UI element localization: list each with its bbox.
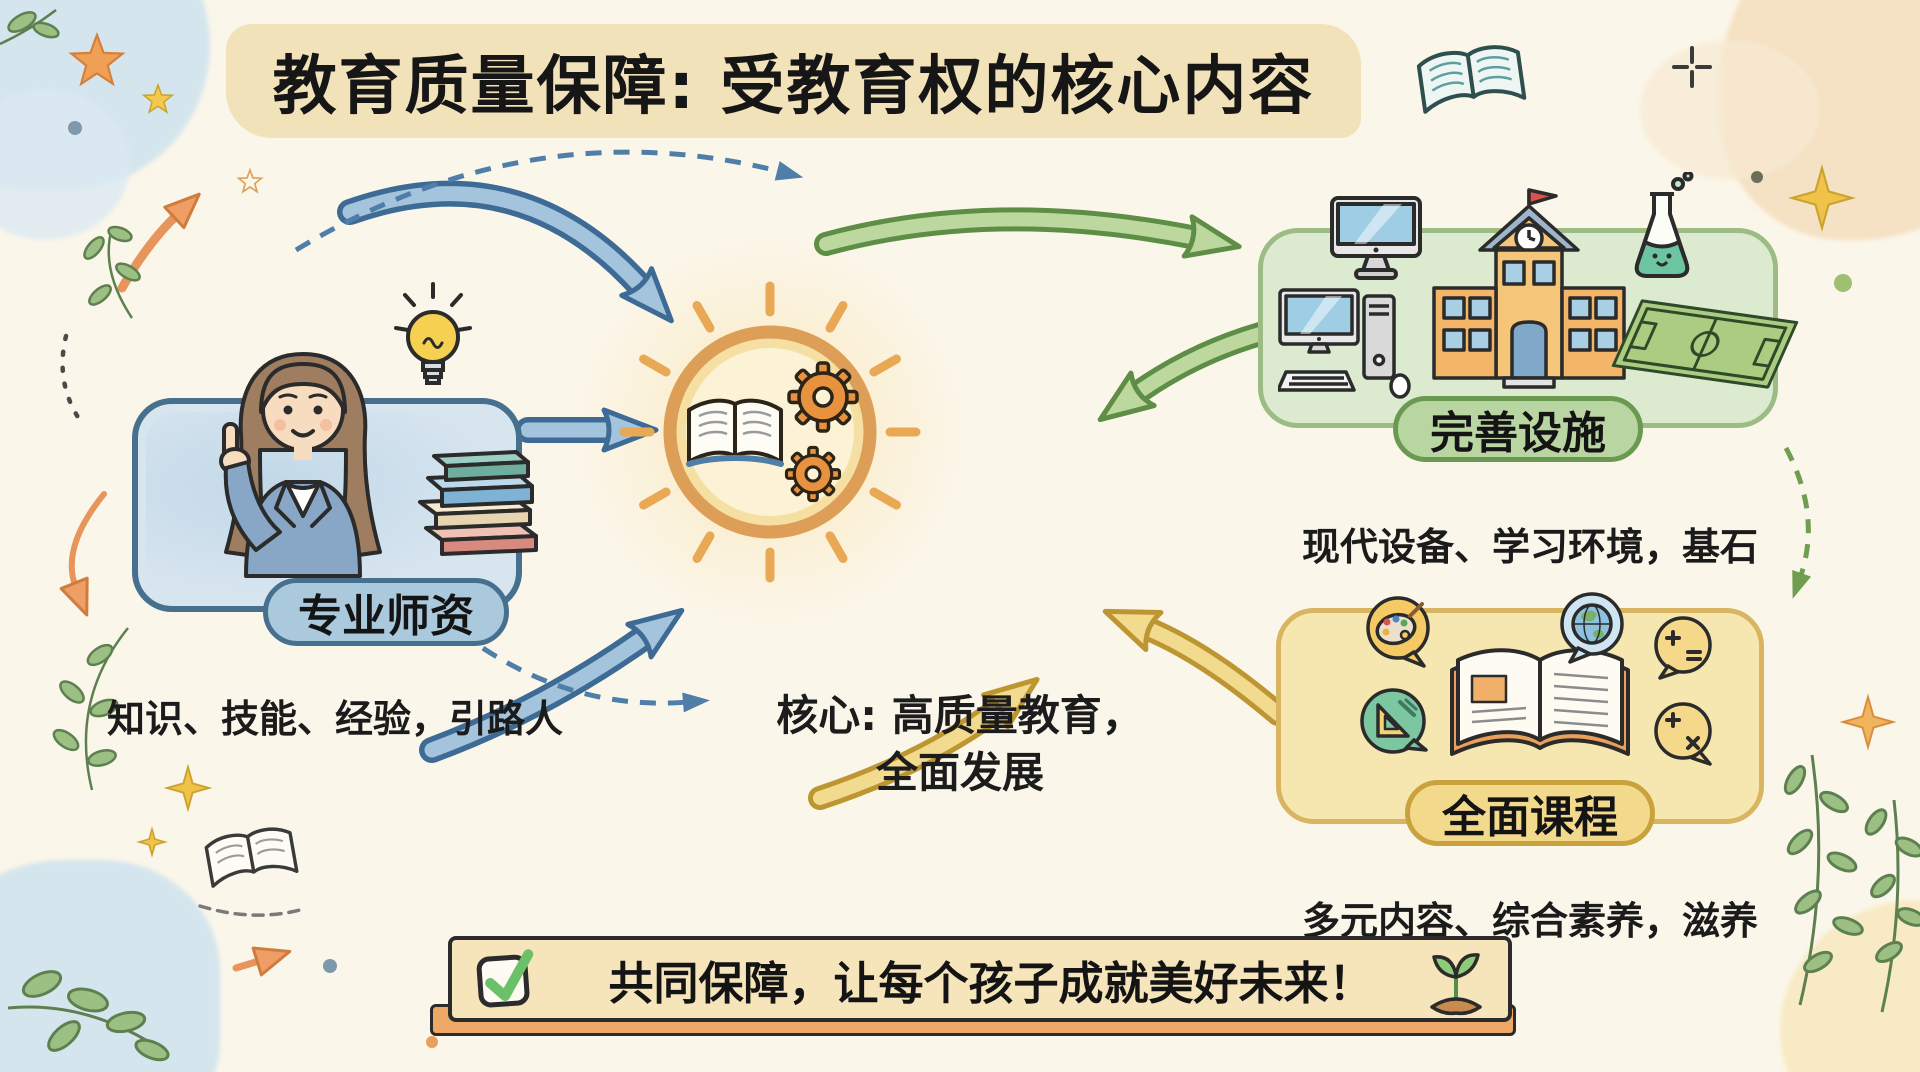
orange-arrow-left-edge — [59, 491, 107, 617]
dashed-arc-left-of-teachers — [60, 333, 87, 429]
core-text: 核心: 高质量教育， 全面发展 — [690, 688, 1230, 801]
desktop-computer-icon — [1278, 288, 1411, 399]
gear-icon-large — [787, 361, 859, 433]
laurel-branch-bottom-right-2 — [1864, 799, 1920, 1013]
math-symbols-icon-1 — [1654, 616, 1712, 680]
open-book-icon-top-right — [1416, 45, 1527, 114]
leaf-branch-bottom-left-corner — [7, 970, 170, 1062]
blue-dashed-arc-top — [294, 149, 804, 253]
star-icon-top-left — [68, 31, 126, 87]
page-title: 教育质量保障: 受教育权的核心内容 — [272, 50, 1315, 124]
facilities-label: 完善设施 — [1430, 408, 1606, 459]
facilities-label-pill: 完善设施 — [1393, 396, 1643, 462]
core-text-line1: 核心: 高质量教育， — [776, 691, 1144, 740]
core-text-line2: 全面发展 — [875, 747, 1044, 797]
facilities-description: 现代设备、学习环境，基石 — [1301, 525, 1758, 569]
school-building-icon — [1432, 188, 1626, 389]
monitor-icon — [1330, 196, 1422, 280]
yellow-arrow-from-core — [808, 676, 1040, 810]
globe-icon — [1560, 592, 1624, 664]
title-banner: 教育质量保障: 受教育权的核心内容 — [226, 24, 1361, 138]
sports-field-icon — [1611, 299, 1799, 389]
core-medallion — [615, 277, 925, 587]
blue-dashed-arc-bottom — [458, 630, 710, 713]
sparkle-plus-icon — [1672, 46, 1712, 88]
watercolor-blob-bottom-left — [0, 860, 220, 1072]
blue-arrow-bottom-curve — [419, 607, 685, 763]
dot-top-right-green — [1834, 274, 1852, 292]
leaf-branch-top-left-corner — [0, 9, 60, 46]
sparkle-star-bottom-right — [1839, 693, 1897, 751]
dot-bottom-orange — [426, 1036, 438, 1048]
bottom-banner: 共同保障，让每个孩子成就美好未来！ — [448, 936, 1512, 1022]
sparkle-star-bottom-left-1 — [163, 763, 213, 813]
gear-icon-small — [784, 445, 842, 503]
checkmark-icon — [476, 949, 534, 1008]
dot-top-right-dark — [1751, 171, 1763, 183]
lightbulb-icon — [394, 282, 472, 385]
orange-arrow-bottom-left — [232, 946, 292, 977]
set-square-icon — [1360, 688, 1428, 754]
math-symbols-icon-2 — [1654, 702, 1712, 766]
curriculum-label-pill: 全面课程 — [1405, 780, 1655, 846]
teachers-label-pill: 专业师资 — [263, 578, 509, 646]
laurel-branch-bottom-right-1 — [1783, 754, 1864, 1006]
curriculum-description: 多元内容、综合素养，滋养 — [1301, 899, 1758, 943]
sparkle-star-bottom-left-2 — [136, 826, 168, 858]
open-book-gears-icon — [619, 281, 921, 583]
watercolor-blob-top-right-2 — [1640, 40, 1820, 180]
art-palette-icon — [1366, 596, 1430, 668]
dot-bottom-left-blue — [323, 959, 337, 973]
teacher-icon — [219, 352, 382, 578]
flask-icon — [1634, 172, 1694, 278]
book-stack-icon — [418, 450, 538, 556]
blue-arrow-top-curve — [337, 180, 674, 324]
dashed-line-under-book-sketch — [198, 904, 302, 917]
banner-text: 共同保障，让每个孩子成就美好未来！ — [608, 956, 1374, 1010]
green-arrow-into-facilities — [814, 207, 1242, 259]
leaf-branch-left-lower — [52, 627, 129, 791]
star-icon-outline-small — [236, 167, 264, 194]
watercolor-blob-top-left-2 — [0, 90, 130, 240]
star-icon-top-left-small — [141, 82, 175, 114]
sparkle-star-top-right — [1788, 164, 1856, 232]
open-book-icon-bottom-left — [204, 827, 299, 888]
green-arrow-to-core — [1097, 322, 1272, 423]
teachers-description: 知识、技能、经验，引路人 — [106, 697, 563, 741]
leaf-branch-left-upper — [83, 225, 141, 319]
teachers-label: 专业师资 — [298, 591, 474, 642]
open-book-icon — [1450, 648, 1630, 756]
sprout-icon — [1430, 953, 1482, 1016]
yellow-arrow-to-core — [1102, 608, 1290, 726]
dot-top-left — [68, 121, 82, 135]
curriculum-label: 全面课程 — [1442, 792, 1618, 843]
